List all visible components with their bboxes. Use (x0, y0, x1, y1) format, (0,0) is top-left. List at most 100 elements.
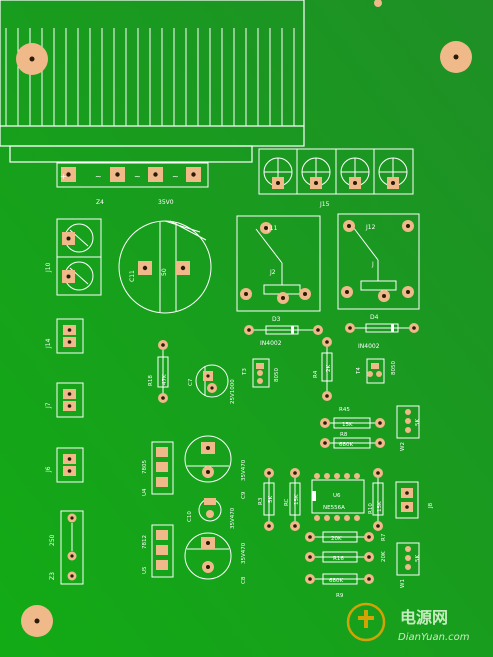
watermark-url: DianYuan.com (398, 632, 470, 643)
ref-label: W1 (400, 579, 406, 588)
value-label: 680K (339, 442, 353, 448)
resistor-r16: R16 20K (305, 551, 387, 563)
pad (260, 222, 272, 234)
pad (402, 220, 414, 232)
pad (110, 167, 125, 182)
ref-label: C7 (188, 378, 194, 386)
value-label: 35V470 (241, 542, 247, 564)
value-label: 7812 (142, 535, 148, 549)
connector-j7: J7 (45, 382, 84, 418)
transistor-t3: T3 8050 (242, 358, 280, 388)
resistor-r4: R4 2K (313, 337, 333, 401)
ref-label: U4 (142, 488, 148, 496)
ref-label: U5 (142, 566, 148, 574)
ref-label: C10 (187, 511, 193, 522)
pad (341, 286, 353, 298)
pin-label: + (60, 172, 67, 181)
connector-j6: J6 (45, 447, 84, 483)
resistor-r10: R10 15K (368, 468, 384, 531)
heatsink (0, 0, 305, 163)
ref-label: J6 (45, 466, 52, 473)
value-label: 20K (331, 536, 342, 542)
connector-z4: + ~ ~ ~ Z4 35V0 (56, 162, 209, 206)
capacitor-c8: C8 35V470 (184, 532, 247, 584)
ref-label: R3 (258, 497, 264, 505)
resistor-rc: RC 15K (284, 468, 301, 531)
pad (138, 261, 152, 275)
transistor-t4: T4 8050 (356, 358, 397, 384)
pad (186, 167, 201, 182)
trimmer-w2: W2 5K (396, 405, 421, 451)
mounting-hole-top-right (440, 41, 472, 73)
ref-label: Z4 (96, 199, 104, 206)
ref-label: J (371, 261, 374, 268)
resistor-r8: R8 680K (320, 432, 385, 449)
value-label: 35V0 (158, 199, 174, 206)
ref-label: R9 (336, 593, 344, 599)
ref-label: C8 (241, 576, 247, 584)
capacitor-c7: C7 25V1000 (188, 364, 236, 404)
capacitor-c9: C9 35V470 (184, 435, 247, 499)
ref-label: Z3 (49, 572, 56, 580)
watermark-brand: 电源网 (400, 608, 448, 627)
ref-label: J14 (45, 338, 52, 349)
pad (349, 177, 361, 189)
pad (343, 220, 355, 232)
watermark: 电源网 DianYuan.com (346, 602, 470, 643)
ic-u6: U6 NE556A (311, 473, 365, 521)
regulator-u5: U5 7812 (142, 524, 174, 578)
pad (62, 232, 75, 245)
ref-label: R10 (368, 503, 374, 514)
connector-z3: Z3 250 (49, 510, 84, 585)
value-label: 680K (329, 578, 343, 584)
value-label: 8050 (274, 368, 280, 382)
ref-label: R4 (313, 370, 319, 378)
diode-d4: D4 IN4002 (345, 314, 419, 350)
pad (310, 177, 322, 189)
pad (61, 167, 76, 182)
ref-label: J10 (45, 262, 52, 273)
ref-label: D3 (272, 316, 281, 323)
capacitor-c10: C10 35V470 (187, 498, 236, 529)
ref-label: J15 (319, 201, 330, 208)
ref-label: R8 (340, 432, 348, 438)
resistor-r45: R45 15K (320, 407, 385, 429)
plug-icon (358, 610, 374, 628)
value-label: 2K (326, 365, 332, 372)
value-label: 35V470 (230, 507, 236, 529)
pad (402, 286, 414, 298)
value-label: 20K (381, 551, 387, 562)
value-label: 5K (415, 419, 421, 426)
value-label: 15K (342, 422, 353, 428)
value-label: 8050 (391, 361, 397, 375)
ref-label: R16 (333, 556, 344, 562)
ref-label: U6 (333, 493, 341, 499)
value-label: 25V1000 (230, 379, 236, 404)
ref-label: T3 (242, 368, 248, 376)
mounting-hole-bottom-left (21, 605, 53, 637)
pad (272, 177, 284, 189)
ref-label: C9 (241, 491, 247, 499)
pin-label: ~ (134, 172, 141, 181)
pad (62, 270, 75, 283)
diode-d3: D3 IN4002 (244, 316, 323, 347)
pin-label: ~ (95, 172, 102, 181)
trimmer-w1: W1 5K (396, 542, 421, 588)
resistor-r18: R18 47K (148, 340, 169, 403)
value-label: 15K (377, 501, 383, 512)
value-label: 250 (49, 534, 56, 546)
ref-label: R45 (339, 407, 350, 413)
ref-label: J12 (365, 224, 376, 231)
ref-label: D4 (370, 314, 379, 321)
value-label: IN4002 (358, 343, 380, 350)
value-label: 35V470 (241, 459, 247, 481)
pad (148, 167, 163, 182)
value-label: 5K (268, 496, 274, 503)
regulator-u4: U4 7805 (142, 441, 174, 496)
value-label: NE556A (323, 505, 345, 511)
pad (299, 288, 311, 300)
resistor-r3: R3 5K (258, 468, 275, 531)
pad (176, 261, 190, 275)
resistor-r9: 680K R9 (305, 573, 374, 599)
